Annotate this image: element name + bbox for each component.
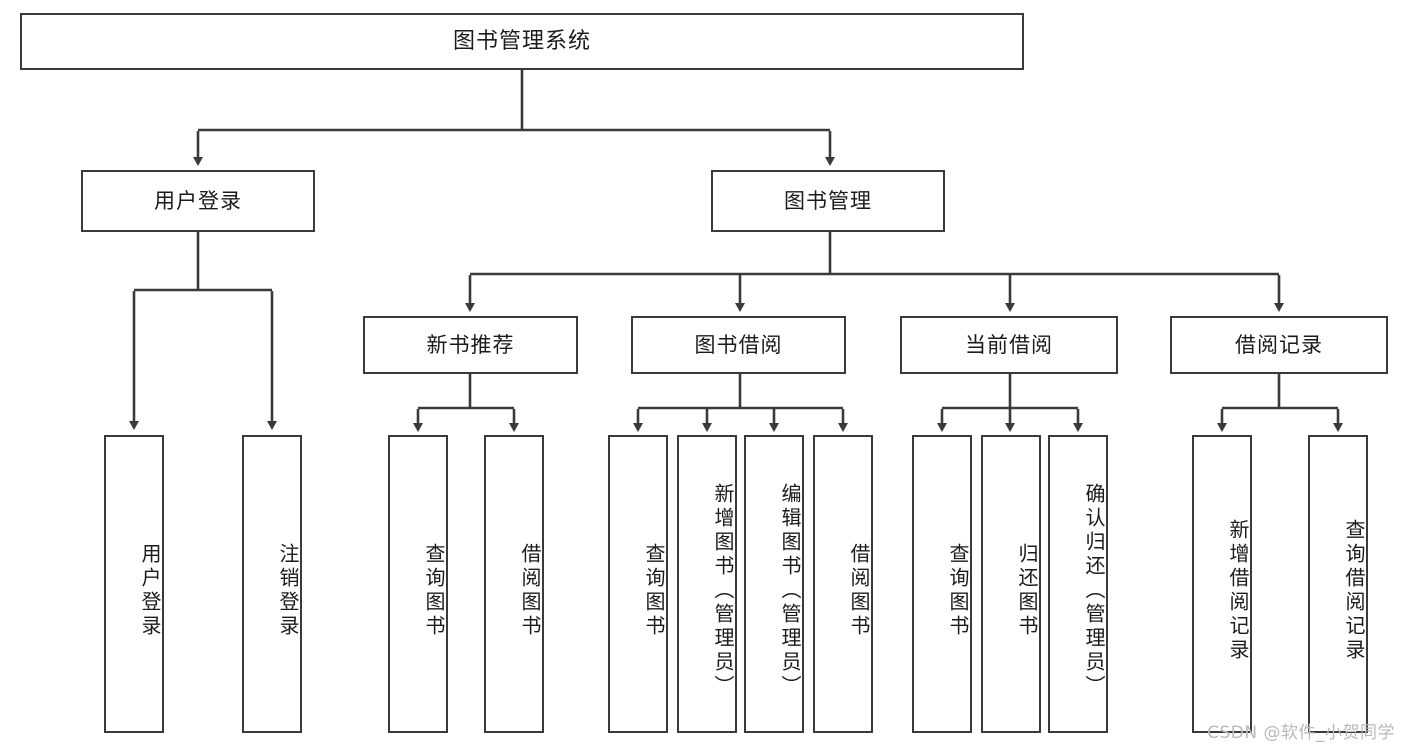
node-label: 新增借阅记录 xyxy=(1226,519,1250,663)
leaf-borrow-book-new[interactable]: 借阅图书 xyxy=(484,435,544,733)
node-label: 当前借阅 xyxy=(965,332,1053,357)
node-label: 借阅图书 xyxy=(518,543,542,639)
leaf-edit-book[interactable]: 编辑图书（管理员） xyxy=(744,435,804,733)
node-label: 借阅图书 xyxy=(847,543,871,639)
node-label: 用户登录 xyxy=(138,543,162,639)
leaf-add-book[interactable]: 新增图书（管理员） xyxy=(677,435,737,733)
node-label: 图书管理系统 xyxy=(452,28,591,54)
node-label: 借阅记录 xyxy=(1235,332,1323,357)
leaf-confirm-return[interactable]: 确认归还（管理员） xyxy=(1048,435,1108,733)
node-label: 查询借阅记录 xyxy=(1342,519,1366,663)
node-label: 注销登录 xyxy=(276,543,300,639)
node-label: 确认归还（管理员） xyxy=(1082,483,1106,699)
watermark-credit: CSDN @软件_小贺同学 xyxy=(1207,723,1395,743)
node-label: 查询图书 xyxy=(422,543,446,639)
node-label: 查询图书 xyxy=(946,543,970,639)
leaf-query-book-new[interactable]: 查询图书 xyxy=(388,435,448,733)
leaf-query-book-borrow[interactable]: 查询图书 xyxy=(608,435,668,733)
leaf-user-login[interactable]: 用户登录 xyxy=(104,435,164,733)
node-borrow-record[interactable]: 借阅记录 xyxy=(1170,316,1388,374)
node-book-management[interactable]: 图书管理 xyxy=(711,170,945,232)
node-label: 编辑图书（管理员） xyxy=(778,483,802,699)
node-label: 新书推荐 xyxy=(426,332,515,357)
node-label: 图书借阅 xyxy=(694,332,783,357)
leaf-return-book[interactable]: 归还图书 xyxy=(981,435,1041,733)
node-user-login[interactable]: 用户登录 xyxy=(81,170,315,232)
leaf-add-borrow-record[interactable]: 新增借阅记录 xyxy=(1192,435,1252,733)
node-book-borrow[interactable]: 图书借阅 xyxy=(631,316,846,374)
leaf-query-book-current[interactable]: 查询图书 xyxy=(912,435,972,733)
node-new-book-recommend[interactable]: 新书推荐 xyxy=(363,316,578,374)
node-current-borrow[interactable]: 当前借阅 xyxy=(900,316,1118,374)
node-label: 图书管理 xyxy=(784,188,872,213)
leaf-query-borrow-record[interactable]: 查询借阅记录 xyxy=(1308,435,1368,733)
node-label: 用户登录 xyxy=(154,188,242,213)
node-label: 新增图书（管理员） xyxy=(711,483,735,699)
leaf-borrow-book[interactable]: 借阅图书 xyxy=(813,435,873,733)
leaf-user-logout[interactable]: 注销登录 xyxy=(242,435,302,733)
node-root-system[interactable]: 图书管理系统 xyxy=(20,13,1024,70)
node-label: 查询图书 xyxy=(642,543,666,639)
node-label: 归还图书 xyxy=(1015,543,1039,639)
